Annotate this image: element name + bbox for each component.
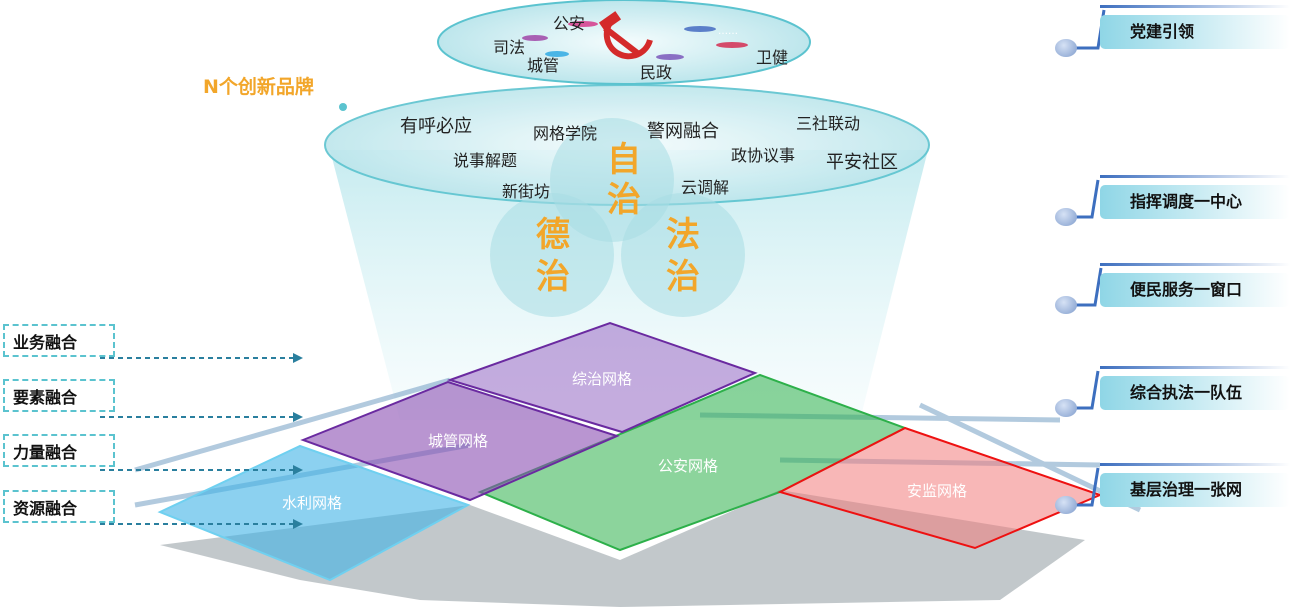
dezhi-char-2: 治	[536, 257, 570, 297]
brand-item: 警网融合	[647, 121, 719, 142]
left-label-yaosu: 要素融合	[3, 379, 115, 412]
left-label-yewu: 业务融合	[3, 324, 115, 357]
left-label-ziyuan: 资源融合	[3, 490, 115, 523]
dept-more: ……	[718, 26, 738, 37]
grid-shuili	[157, 444, 471, 582]
brand-item: 新街坊	[502, 182, 551, 201]
knob-icon	[1055, 208, 1077, 226]
brand-item: 政协议事	[731, 146, 796, 165]
grid-label-zongzhi: 综治网格	[572, 370, 633, 388]
left-label-liliang: 力量融合	[3, 434, 115, 467]
fazhi-char-1: 法	[666, 215, 700, 255]
dezhi-char-1: 德	[536, 215, 570, 255]
dept-sifa: 司法	[493, 38, 526, 57]
knob-icon	[1055, 496, 1077, 514]
grid-label-gongan: 公安网格	[658, 457, 719, 475]
party-emblem-icon	[598, 11, 653, 60]
right-label-dangjian: 党建引领	[1100, 5, 1290, 49]
brand-item: 三社联动	[796, 114, 861, 133]
knob-icon	[1055, 39, 1077, 57]
grid-chengguan	[300, 380, 620, 502]
grid-label-shuili: 水利网格	[282, 494, 343, 512]
dept-gongan: 公安	[553, 14, 586, 33]
brand-item: 说事解题	[453, 151, 518, 170]
right-label-bianmin: 便民服务一窗口	[1100, 263, 1290, 307]
right-label-zhifa: 综合执法一队伍	[1100, 366, 1290, 410]
circle-dezhi	[490, 193, 614, 317]
brand-item: 有呼必应	[400, 116, 472, 137]
brand-item: 云调解	[681, 178, 730, 197]
knob-icon	[1055, 399, 1077, 417]
circle-fazhi	[621, 193, 745, 317]
right-label-zhili: 基层治理一张网	[1100, 463, 1290, 507]
zizhi-char-2: 治	[607, 180, 641, 220]
dept-weijian: 卫健	[756, 48, 789, 67]
grid-label-chengguan: 城管网格	[428, 432, 489, 450]
right-label-zhihui: 指挥调度一中心	[1100, 175, 1290, 219]
brand-title: N个创新品牌	[203, 76, 314, 98]
fazhi-char-2: 治	[666, 257, 700, 297]
brand-item: 网格学院	[533, 124, 598, 143]
grid-label-anjian: 安监网格	[907, 482, 968, 500]
dept-minzheng: 民政	[640, 63, 673, 82]
grid-zongzhi	[446, 321, 758, 434]
brand-item: 平安社区	[826, 152, 898, 173]
zizhi-char-1: 自	[607, 140, 641, 180]
knob-icon	[1055, 296, 1077, 314]
dept-chengguan: 城管	[527, 56, 560, 75]
